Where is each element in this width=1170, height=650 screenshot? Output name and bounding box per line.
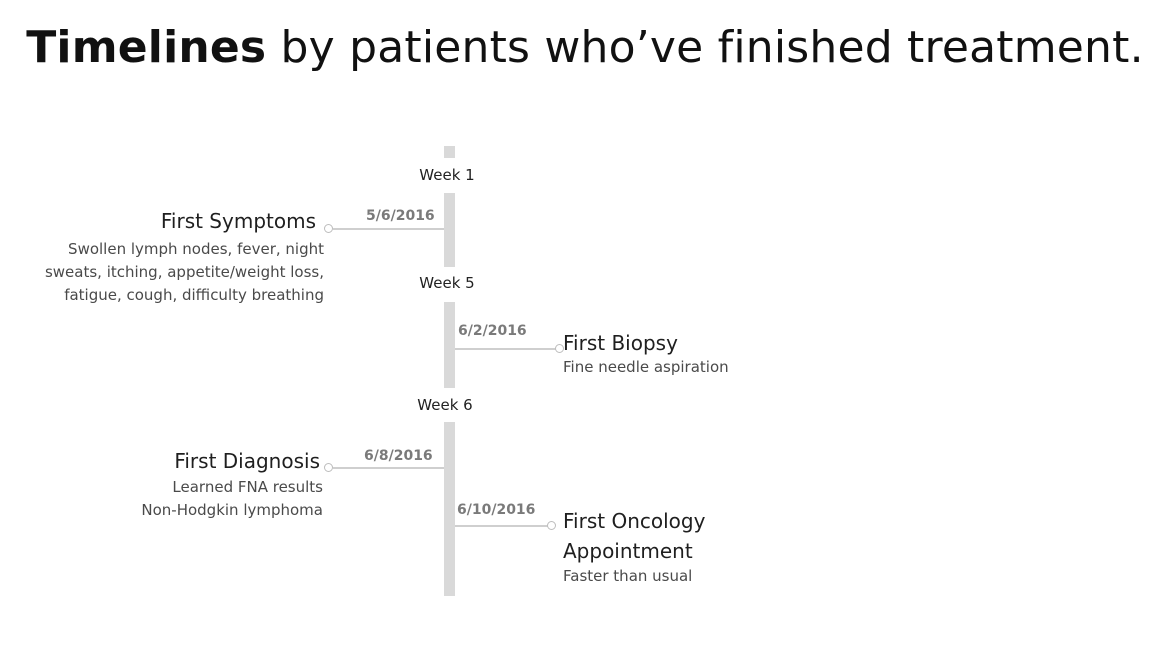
event-description-line: Non-Hodgkin lymphoma — [141, 501, 323, 519]
event-description: Faster than usual — [563, 567, 693, 585]
event-marker — [324, 463, 333, 472]
timeline-axis-segment — [444, 422, 455, 596]
event-date: 6/10/2016 — [457, 502, 536, 518]
page-title-bold: Timelines — [26, 22, 267, 73]
event-title: First Diagnosis — [174, 449, 320, 473]
event-title: First Symptoms — [160, 209, 316, 233]
week-label-1: Week 1 — [419, 166, 475, 184]
event-date: 6/8/2016 — [364, 448, 433, 464]
event-connector — [333, 467, 444, 469]
event-date: 6/2/2016 — [458, 323, 527, 339]
event-title: First Biopsy — [563, 331, 678, 355]
week-label-6: Week 6 — [417, 396, 473, 414]
timeline-axis-segment — [444, 193, 455, 267]
event-marker — [324, 224, 333, 233]
page-title-rest: by patients who’ve finished treatment. — [266, 22, 1144, 73]
timeline-axis-segment — [444, 302, 455, 388]
week-label-5: Week 5 — [419, 274, 475, 292]
event-date: 5/6/2016 — [366, 208, 435, 224]
event-connector — [455, 525, 551, 527]
event-marker — [547, 521, 556, 530]
event-description-line: Learned FNA results — [172, 478, 323, 496]
event-connector — [455, 348, 559, 350]
page-title: Timelines by patients who’ve finished tr… — [0, 22, 1170, 73]
event-description: Learned FNA results Non-Hodgkin lymphoma — [40, 476, 323, 522]
event-description: Swollen lymph nodes, fever, night sweats… — [44, 240, 324, 304]
timeline-axis-cap — [444, 146, 455, 158]
event-marker — [555, 344, 564, 353]
event-connector — [333, 228, 444, 230]
event-title: First Oncology Appointment — [563, 509, 706, 563]
event-description: Fine needle aspiration — [563, 358, 729, 376]
